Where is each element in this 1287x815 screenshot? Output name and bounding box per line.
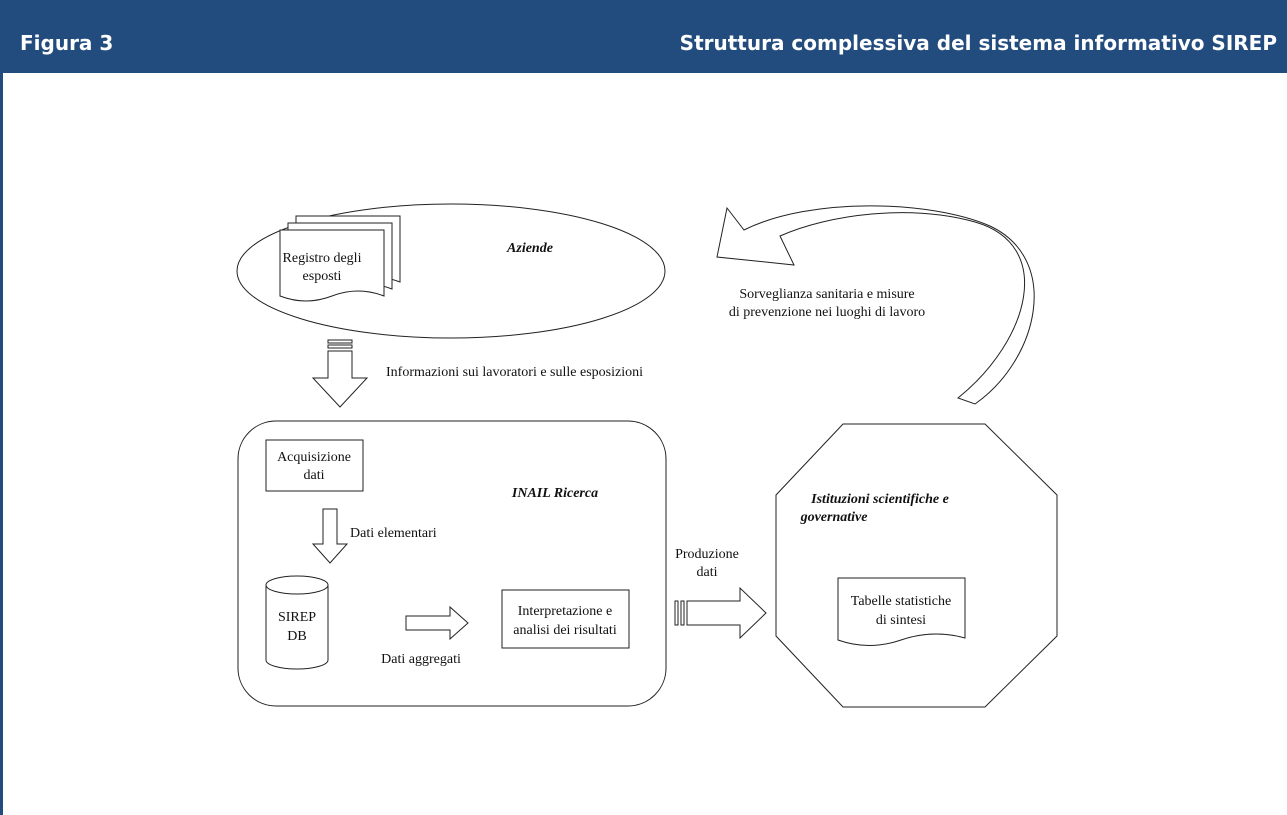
- flow-informazioni-label: Informazioni sui lavoratori e sulle espo…: [386, 365, 643, 380]
- istituzioni-octagon: [775, 423, 1058, 708]
- istituzioni-label-1: Istituzioni scientifiche e: [810, 492, 949, 507]
- aziende-label: Aziende: [506, 241, 553, 256]
- tabelle-label-1: Tabelle statistiche: [851, 594, 951, 609]
- down-arrow-icon: [311, 339, 369, 408]
- down-arrow-small-icon: [311, 508, 349, 564]
- database-icon: [265, 575, 329, 670]
- acquisizione-box: [265, 439, 364, 492]
- interpretazione-label-1: Interpretazione e: [518, 604, 612, 619]
- flow-aggregati-label: Dati aggregati: [381, 652, 461, 667]
- registro-label-1: Registro degli: [283, 251, 362, 266]
- registro-label-2: esposti: [303, 269, 342, 284]
- interpretazione-box: [501, 589, 630, 649]
- figure-title: Struttura complessiva del sistema inform…: [679, 31, 1277, 55]
- left-border: [0, 73, 3, 815]
- flow-produzione-label-1: Produzione: [675, 547, 739, 562]
- acquisizione-label-1: Acquisizione: [277, 450, 351, 465]
- feedback-label-1: Sorveglianza sanitaria e misure: [739, 287, 914, 302]
- flow-elementari-label: Dati elementari: [350, 526, 437, 541]
- feedback-curved-arrow-icon: [716, 205, 1035, 405]
- database-label-2: DB: [287, 629, 306, 644]
- database-label-1: SIREP: [278, 610, 316, 625]
- figure-number: Figura 3: [20, 31, 114, 55]
- flow-produzione-label-2: dati: [697, 565, 718, 580]
- right-arrow-large-icon: [674, 586, 767, 640]
- istituzioni-label-2: governative: [800, 510, 868, 525]
- acquisizione-label-2: dati: [304, 468, 325, 483]
- figure-header: Figura 3 Struttura complessiva del siste…: [0, 0, 1287, 73]
- inail-label: INAIL Ricerca: [511, 486, 598, 501]
- tabelle-label-2: di sintesi: [876, 613, 926, 628]
- registro-document-icon: [279, 215, 401, 302]
- interpretazione-label-2: analisi dei risultati: [513, 623, 617, 638]
- feedback-label-2: di prevenzione nei luoghi di lavoro: [729, 305, 925, 320]
- right-arrow-small-icon: [405, 605, 469, 641]
- tabelle-document-icon: [837, 577, 966, 646]
